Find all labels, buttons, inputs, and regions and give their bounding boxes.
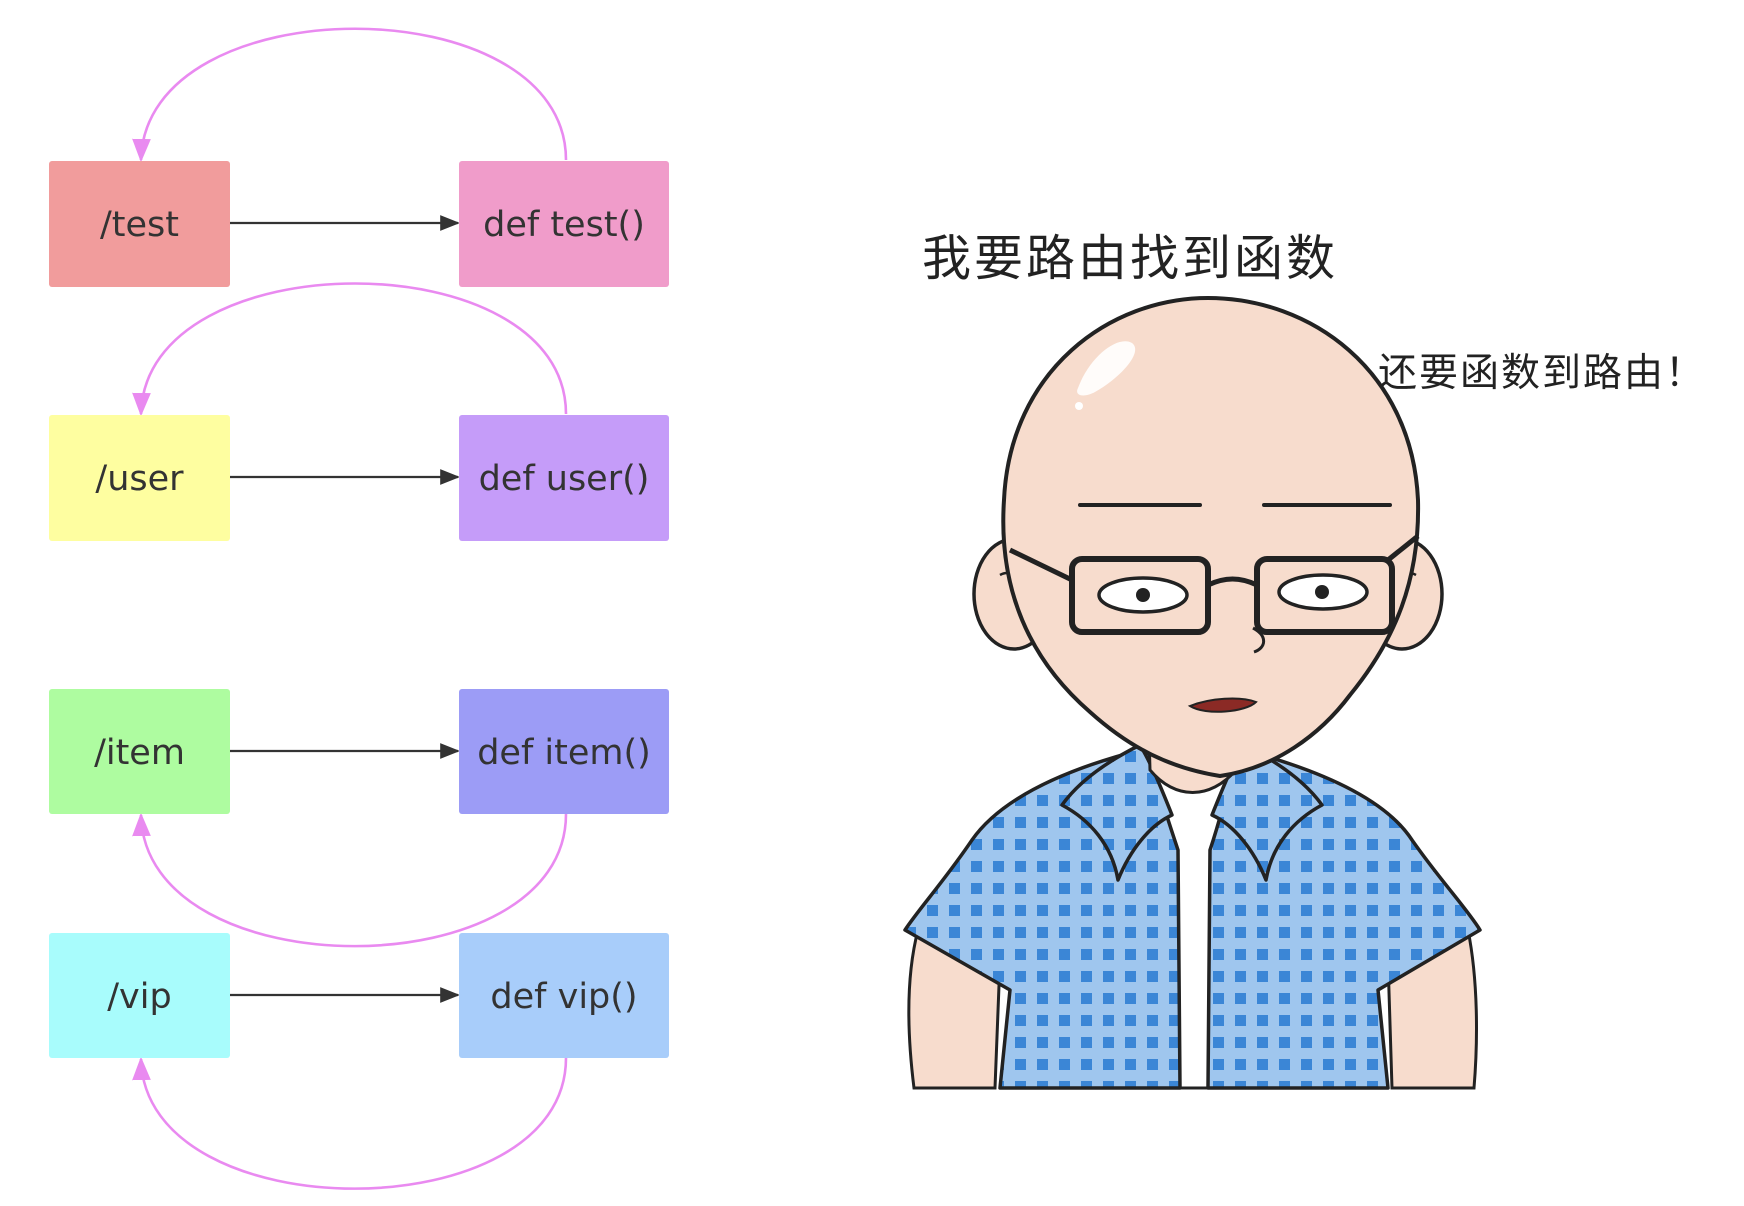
mapping-row-item: /item def item() <box>49 689 669 948</box>
glasses-bridge <box>1206 576 1259 588</box>
return-loop-arrow <box>132 812 568 948</box>
speech-main: 我要路由找到函数 <box>922 230 1338 287</box>
head-highlight <box>1077 341 1136 396</box>
mouth <box>1187 697 1258 713</box>
nose <box>1252 626 1266 654</box>
function-label-vip: def vip() <box>490 977 637 1017</box>
mapping-row-user: /user def user() <box>49 282 669 541</box>
function-node-vip[interactable] <box>459 933 669 1058</box>
function-node-item[interactable] <box>459 689 669 814</box>
glasses-temple-left <box>1008 547 1074 583</box>
right-pupil <box>1315 585 1329 599</box>
left-pupil <box>1136 588 1150 602</box>
head-highlight-dot <box>1075 402 1083 410</box>
route-node-vip[interactable] <box>49 933 230 1058</box>
speech-side: 还要函数到路由！ <box>1378 351 1706 396</box>
return-loop-arrow <box>132 27 568 163</box>
mapping-row-vip: /vip def vip() <box>49 933 669 1190</box>
mapping-row-test: /test def test() <box>49 27 669 287</box>
route-label-user: /user <box>95 459 184 499</box>
route-node-test[interactable] <box>49 161 230 287</box>
route-diagram: /test def test() /user def user() /item … <box>49 27 669 1190</box>
function-label-user: def user() <box>479 459 650 499</box>
glasses-temple-right <box>1386 534 1420 562</box>
route-node-user[interactable] <box>49 415 230 541</box>
head <box>1001 295 1421 779</box>
function-label-test: def test() <box>483 205 645 245</box>
function-label-item: def item() <box>477 733 651 773</box>
bald-man-illustration: 我要路由找到函数 还要函数到路由！ <box>903 230 1706 1090</box>
function-node-user[interactable] <box>459 415 669 541</box>
function-node-test[interactable] <box>459 161 669 287</box>
return-loop-arrow <box>132 1056 568 1190</box>
route-label-test: /test <box>100 205 179 245</box>
route-label-item: /item <box>94 733 185 773</box>
collar-left <box>1060 743 1174 882</box>
route-label-vip: /vip <box>107 977 171 1017</box>
collar-right <box>1210 743 1324 882</box>
route-node-item[interactable] <box>49 689 230 814</box>
return-loop-arrow <box>132 282 568 417</box>
